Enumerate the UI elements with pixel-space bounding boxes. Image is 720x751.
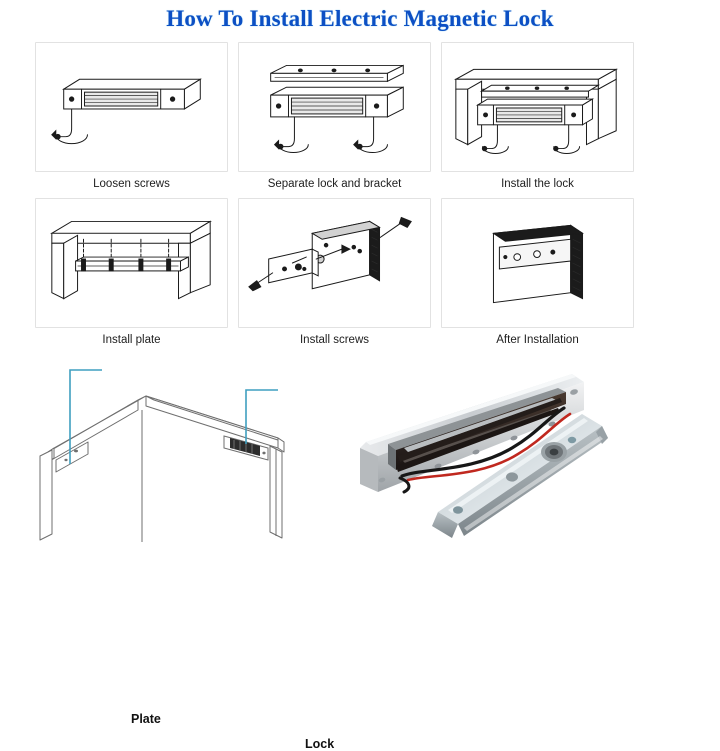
callout-label-plate: Plate [131,712,161,726]
step-illustration-1 [35,42,228,172]
step-illustration-5 [238,198,431,328]
step-illustration-3 [441,42,634,172]
install-screws-icon [248,216,412,292]
step-cell-2: Separate lock and bracket [238,42,431,196]
step-cell-4: Install plate [35,198,228,352]
product-photo [352,352,712,558]
separate-lock-and-bracket-icon [270,64,404,153]
step-caption-1: Loosen screws [93,178,170,190]
step-caption-5: Install screws [299,334,370,346]
page-title: How To Install Electric Magnetic Lock [166,6,554,31]
install-plate-icon [50,220,212,300]
poster-root: How To Install Electric Magnetic Lock [28,6,712,751]
plate-leader-line [69,369,102,464]
step-cell-6: After Installation [441,198,634,352]
door-frame-line-art [39,369,285,542]
door-diagram: Plate Lock [28,352,358,751]
after-installation-icon [492,224,584,304]
steps-row-2: Install plate [35,198,635,352]
steps-grid: Loosen screws [35,42,635,352]
steps-row-1: Loosen screws [35,42,635,196]
step-illustration-2 [238,42,431,172]
step-cell-1: Loosen screws [35,42,228,196]
magnetic-lock-product-photo [360,374,608,538]
step-illustration-4 [35,198,228,328]
lock-leader-line [245,389,278,444]
step-cell-5: Install screws [238,198,431,352]
step-illustration-6 [441,198,634,328]
install-the-lock-icon [453,68,619,155]
callout-label-lock: Lock [305,737,335,751]
step-caption-2: Separate lock and bracket [267,178,402,190]
loosen-screws-icon [51,78,203,145]
step-caption-3: Install the lock [501,178,574,190]
step-caption-6: After Installation [496,334,579,346]
step-caption-4: Install plate [102,334,161,346]
step-cell-3: Install the lock [441,42,634,196]
